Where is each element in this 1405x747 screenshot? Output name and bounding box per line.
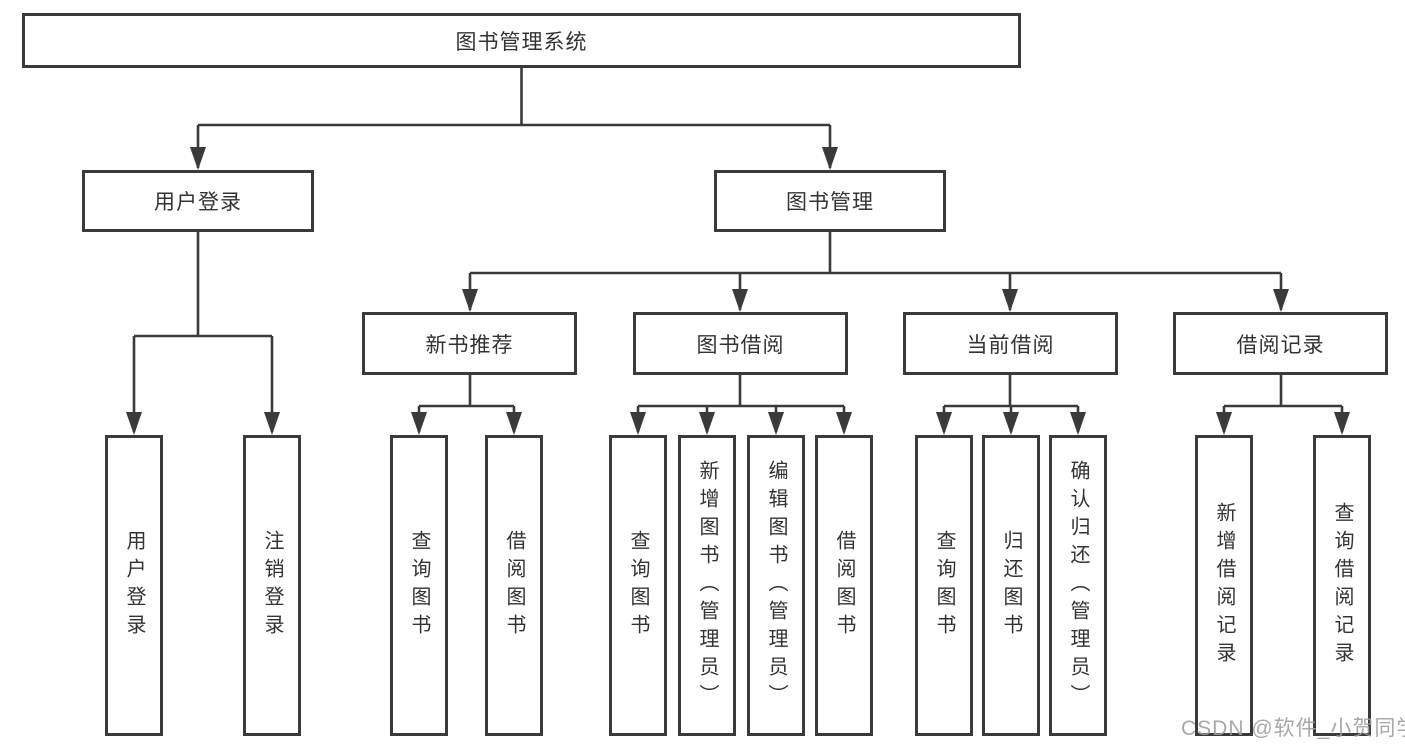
- node-logout: 注销登录: [243, 435, 301, 736]
- node-rec-query-books: 查询图书: [390, 435, 448, 736]
- watermark-text: CSDN @软件_小贺同学: [1181, 717, 1405, 740]
- node-cb-confirm-return-admin: 确认归还（管理员）: [1049, 435, 1107, 736]
- node-rec-borrow-books: 借阅图书: [485, 435, 543, 736]
- node-cb-return-books: 归还图书: [982, 435, 1040, 736]
- arrowheads: [126, 147, 1350, 435]
- node-book-management: 图书管理: [714, 170, 946, 232]
- node-bb-edit-books-admin: 编辑图书（管理员）: [747, 435, 805, 736]
- node-current-borrowing: 当前借阅: [903, 312, 1118, 375]
- node-book-borrowing: 图书借阅: [633, 312, 848, 375]
- node-cb-query-books: 查询图书: [915, 435, 973, 736]
- node-user-login: 用户登录: [82, 170, 314, 232]
- node-bb-borrow-books: 借阅图书: [815, 435, 873, 736]
- node-bb-query-books: 查询图书: [609, 435, 667, 736]
- node-br-query-record: 查询借阅记录: [1313, 435, 1371, 736]
- node-bb-add-books-admin: 新增图书（管理员）: [678, 435, 736, 736]
- node-login: 用户登录: [105, 435, 163, 736]
- node-borrow-records: 借阅记录: [1173, 312, 1388, 375]
- node-br-add-record: 新增借阅记录: [1195, 435, 1253, 736]
- node-new-book-recommend: 新书推荐: [362, 312, 577, 375]
- connector-paths: [132, 66, 1344, 432]
- node-library-system: 图书管理系统: [22, 13, 1021, 68]
